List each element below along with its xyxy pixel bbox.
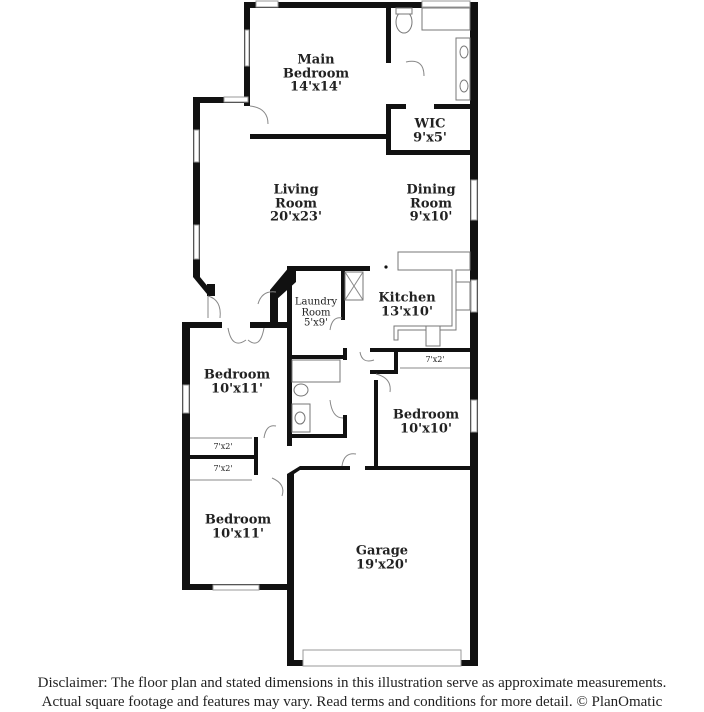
room-dimensions: 9'x5' <box>413 130 447 145</box>
room-name: Living Room <box>273 182 319 212</box>
room-dimensions: 19'x20' <box>356 557 408 572</box>
interior-walls <box>190 8 474 475</box>
room-dining-room: Dining Room 9'x10' <box>406 182 456 225</box>
room-dimensions: 10'x10' <box>400 421 452 436</box>
room-dimensions: 10'x11' <box>212 526 264 541</box>
room-bedroom-left-lower: Bedroom 10'x11' <box>205 513 271 540</box>
room-kitchen: Kitchen 13'x10' <box>378 291 435 318</box>
room-wic: WIC 9'x5' <box>413 117 447 144</box>
room-name: WIC <box>414 116 446 132</box>
room-name: Dining Room <box>406 182 456 212</box>
room-garage: Garage 19'x20' <box>356 544 408 571</box>
room-dimensions: 14'x14' <box>290 79 342 95</box>
room-name: Bedroom <box>392 407 460 423</box>
room-laundry-room: Laundry Room 5'x9' <box>295 297 337 329</box>
room-name: Bedroom <box>204 512 272 528</box>
room-bedroom-right: Bedroom 10'x10' <box>393 408 459 435</box>
disclaimer-line-2: Actual square footage and features may v… <box>41 694 663 710</box>
windows <box>182 0 478 667</box>
doors <box>207 105 391 497</box>
closet-left-2-label: 7'x2' <box>213 463 233 473</box>
room-name: Garage <box>355 543 409 559</box>
room-dimensions: 10'x11' <box>211 381 263 396</box>
fixtures <box>190 7 471 481</box>
disclaimer-line-1: Disclaimer: The floor plan and stated di… <box>37 675 667 691</box>
room-living-room: Living Room 20'x23' <box>270 182 322 225</box>
closet-kitchen-label: 7'x2' <box>425 354 445 364</box>
closet-left-1-label: 7'x2' <box>213 441 233 451</box>
room-bedroom-left-upper: Bedroom 10'x11' <box>204 368 270 395</box>
room-name: Kitchen <box>378 290 436 306</box>
room-name: Laundry Room <box>294 296 338 318</box>
room-main-bedroom: Main Bedroom 14'x14' <box>282 52 350 95</box>
room-name: Main Bedroom <box>282 52 350 82</box>
room-dimensions: 20'x23' <box>270 209 322 225</box>
disclaimer: Disclaimer: The floor plan and stated di… <box>0 674 704 712</box>
room-dimensions: 13'x10' <box>381 304 433 319</box>
floor-plan <box>182 0 478 667</box>
room-name: Bedroom <box>203 367 271 383</box>
room-dimensions: 9'x10' <box>409 209 453 225</box>
room-dimensions: 5'x9' <box>304 317 328 329</box>
